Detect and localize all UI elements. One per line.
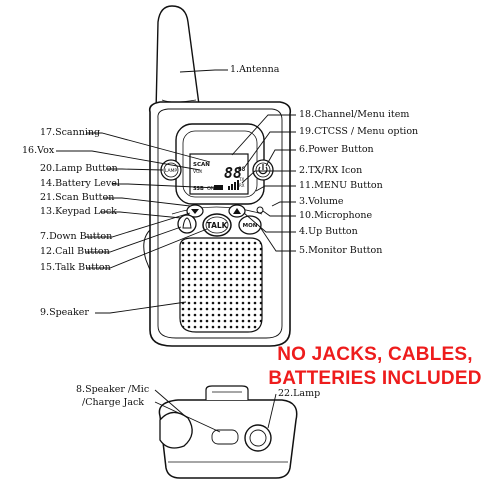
label-antenna: 1.Antenna [230,64,280,75]
label-volume: 3.Volume [299,196,344,207]
leader-lines [56,69,296,433]
lamp-button-text: LAMP [165,168,178,174]
talk-button-text: TALK [207,221,229,230]
label-channel-menu-item: 18.Channel/Menu item [299,109,410,120]
label-speaker-mic-jack-line1: 8.Speaker /Mic [76,384,150,395]
label-speaker: 9.Speaker [40,307,89,318]
notice-line-2: BATTERIES INCLUDED [268,368,482,389]
label-speaker-mic-jack-line2: /Charge Jack [82,397,145,408]
lcd-scan-text: SCAN [193,162,210,168]
lamp-button[interactable]: LAMP [160,159,182,181]
down-button[interactable] [186,204,204,218]
monitor-button[interactable]: MON [238,215,262,235]
microphone-hole [256,206,264,214]
label-tx-rx-icon: 2.TX/RX Icon [299,165,363,176]
lcd-ssb-text: SSB [193,186,204,192]
label-battery-level: 14.Battery Level [40,178,120,189]
antenna [155,5,201,113]
lcd-tx-text: TX [238,177,244,182]
down-arrow-icon [191,209,199,214]
label-lamp: 22.Lamp [278,388,321,399]
label-down-button: 7.Down Button [40,231,113,242]
label-menu-button: 11.MENU Button [299,180,383,191]
label-up-button: 4.Up Button [299,226,358,237]
lcd-signal-bars [228,180,239,190]
label-microphone: 10.Microphone [299,210,373,221]
label-talk-button: 15.Talk Button [40,262,111,273]
charge-jack-plate [211,429,239,445]
power-icon [258,166,268,175]
label-call-button: 12.Call Button [40,246,110,257]
lcd-battery-icon [214,185,223,190]
lcd-on-text: ON [207,186,215,192]
lcd-vox-text: VOX [193,169,202,175]
label-scan-button: 21.Scan Button [40,192,115,203]
lamp-circle [244,424,272,452]
label-lamp-button: 20.Lamp Button [40,163,118,174]
notice-line-1: NO JACKS, CABLES, [277,344,473,365]
lcd-rx-text: RX [239,183,245,188]
power-button[interactable] [252,159,274,181]
label-keypad-lock: 13.Keypad Lock [40,206,117,217]
label-vox: 16.Vox [22,145,55,156]
up-arrow-icon [233,208,241,214]
up-button[interactable] [228,204,246,218]
label-power-button: 6.Power Button [299,144,374,155]
bell-icon [182,217,192,229]
monitor-button-text: MON [243,223,258,229]
lcd-ctcss-digits: 88 [238,166,246,173]
call-button[interactable] [177,214,197,234]
lcd-channel-digits: 88 [224,164,242,182]
talk-button[interactable]: TALK [202,213,232,237]
label-monitor-button: 5.Monitor Button [299,245,383,256]
label-ctcss-menu-option: 19.CTCSS / Menu option [299,126,419,137]
speaker-grille [179,237,263,333]
label-scanning: 17.Scanning [40,127,101,138]
jack-cover [159,411,193,449]
